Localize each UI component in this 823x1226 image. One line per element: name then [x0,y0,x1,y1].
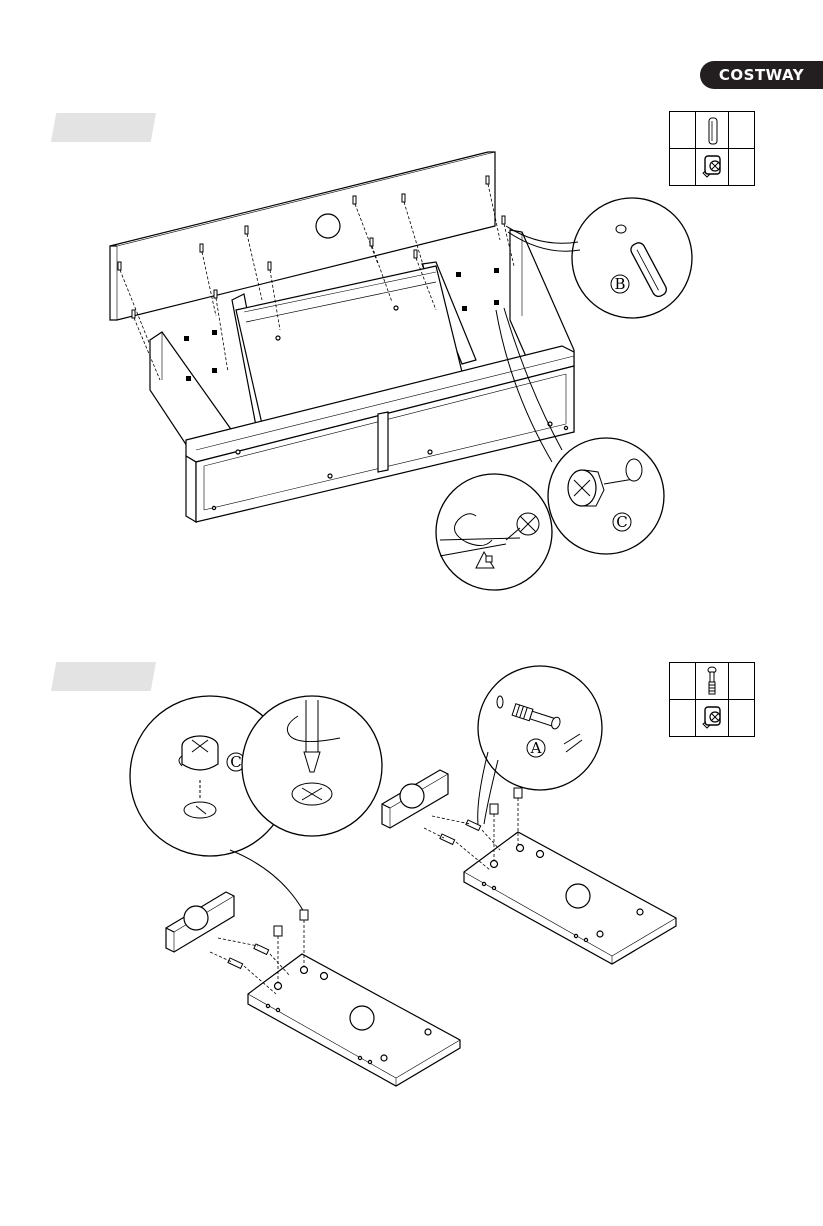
callout-c2-label: C [230,753,241,771]
callout-a-label: A [530,739,542,757]
